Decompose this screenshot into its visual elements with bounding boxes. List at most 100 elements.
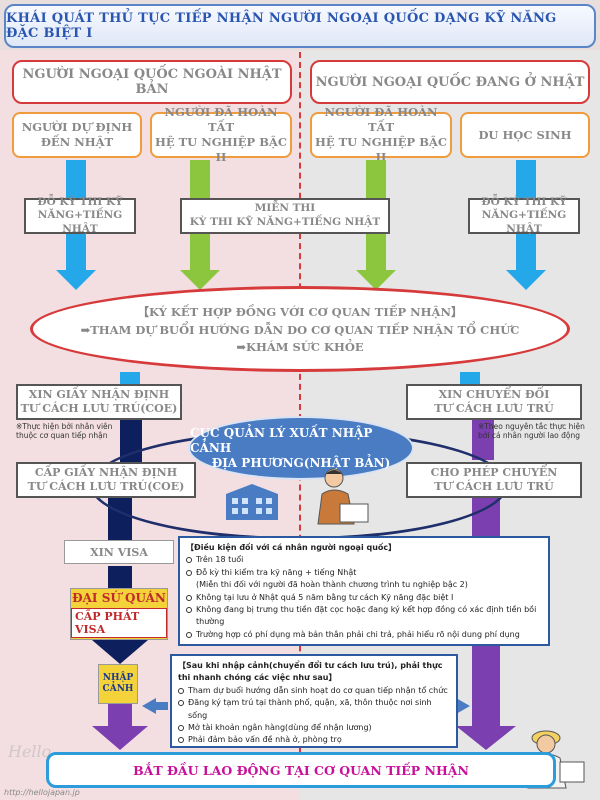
category-line: NGƯỜI ĐÃ HOÀN TẤT [164, 105, 278, 135]
coe-apply-line: XIN GIẤY NHẬN ĐỊNH [28, 387, 170, 401]
coe-note: ※Thực hiện bởi nhân viên thuộc cơ quan t… [16, 422, 136, 441]
watermark-logo: Hello [8, 742, 52, 761]
coe-issue-box: CẤP GIẤY NHẬN ĐỊNH TƯ CÁCH LƯU TRÚ(COE) [16, 462, 196, 498]
exam-line: NĂNG+TIẾNG NHẬT [37, 209, 123, 235]
arrow-shaft [460, 372, 480, 386]
website-url: http://hellojapan.jp [4, 788, 80, 797]
exam-line: ĐỖ KỲ THI KỸ [37, 195, 123, 208]
coe-apply-box: XIN GIẤY NHẬN ĐỊNH TƯ CÁCH LƯU TRÚ(COE) [16, 384, 182, 420]
arrow-shaft [366, 234, 386, 270]
exam-line: KỲ THI KỸ NĂNG+TIẾNG NHẬT [189, 216, 381, 228]
note-line: ※Theo nguyên tắc thực hiện [478, 422, 585, 431]
conditions-item: Không tại lưu ở Nhật quá 5 năm bằng tư c… [186, 592, 542, 604]
change-apply-line: TƯ CÁCH LƯU TRÚ [434, 402, 554, 415]
right-header-box: NGƯỜI NGOẠI QUỐC ĐANG Ở NHẬT [310, 60, 590, 104]
after-item: Mở tài khoản ngân hàng(dùng để nhận lươn… [178, 722, 450, 734]
arrow-head [142, 698, 168, 714]
conditions-text: Trên 18 tuổi [196, 555, 244, 565]
arrow-shaft [190, 160, 210, 198]
contract-line: 【KÝ KẾT HỢP ĐỒNG VỚI CƠ QUAN TIẾP NHẬN】 [137, 305, 463, 319]
arrow-shaft [108, 704, 132, 728]
arrow-shaft [120, 372, 140, 386]
conditions-item: Không đang bị trưng thu tiền đặt cọc hoặ… [186, 604, 542, 629]
after-text: Đăng ký tạm trú tại thành phố, quận, xã,… [188, 698, 432, 720]
building-icon [226, 484, 278, 520]
conditions-panel: 【Điều kiện đối với cá nhân người ngoại q… [178, 536, 550, 646]
bullet-icon [186, 569, 192, 576]
conditions-text: Không đang bị trưng thu tiền đặt cọc hoặ… [196, 604, 537, 627]
bullet-icon [186, 606, 192, 613]
conditions-item: Trường hợp có phí dụng mà bản thân phải … [186, 629, 542, 641]
arrow-shaft [472, 420, 494, 460]
conditions-item: Đỗ kỳ thi kiểm tra kỹ năng + tiếng Nhật [186, 567, 542, 579]
bullet-icon [178, 700, 184, 707]
bullet-icon [178, 687, 184, 694]
note-line: bởi cá nhân người lao động [478, 431, 581, 441]
arrow-shaft [516, 160, 536, 198]
arrow-shaft [516, 234, 536, 270]
contract-ellipse: 【KÝ KẾT HỢP ĐỒNG VỚI CƠ QUAN TIẾP NHẬN】 … [30, 286, 570, 372]
arrow-head [356, 270, 396, 290]
category-planned-to-japan: NGƯỜI DỰ ĐỊNH ĐẾN NHẬT [12, 112, 142, 158]
exam-line: MIỄN THI [254, 202, 316, 215]
immigration-bureau: CỤC QUẢN LÝ XUẤT NHẬP CẢNH ĐỊA PHƯƠNG(NH… [188, 416, 414, 480]
conditions-text: Đỗ kỳ thi kiểm tra kỹ năng + tiếng Nhật [196, 567, 357, 577]
arrow-head [92, 726, 148, 750]
final-text: BẮT ĐẦU LAO ĐỘNG TẠI CƠ QUAN TIẾP NHẬN [133, 762, 469, 778]
entry-box: NHẬP CẢNH [98, 664, 138, 704]
conditions-subnote: (Miễn thi đối với người đã hoàn thành ch… [196, 580, 468, 590]
conditions-item: Trên 18 tuổi [186, 554, 542, 566]
exam-box-right: ĐỖ KỲ THI KỸ NĂNG+TIẾNG NHẬT [468, 195, 580, 235]
embassy-title: ĐẠI SỨ QUÁN [72, 590, 166, 605]
officer-icon [317, 468, 369, 525]
entry-line: NHẬP [102, 673, 134, 684]
category-line: HỆ TU NGHIỆP BẬC II [154, 135, 287, 164]
exam-line: ĐỖ KỲ THI KỸ [481, 195, 567, 208]
note-line: ※Thực hiện bởi nhân viên [16, 422, 113, 431]
after-entry-panel: 【Sau khi nhập cảnh(chuyển đổi tư cách lư… [170, 654, 458, 748]
immigration-line: CỤC QUẢN LÝ XUẤT NHẬP CẢNH [190, 425, 373, 455]
bullet-icon [186, 594, 192, 601]
after-item: Phải đảm bảo vấn đề nhà ở, phòng trọ [178, 734, 450, 746]
category-line: NGƯỜI DỰ ĐỊNH [21, 120, 133, 135]
visa-issue-label: CẤP PHÁT VISA [71, 607, 167, 638]
note-line: thuộc cơ quan tiếp nhận [16, 431, 108, 441]
after-text: Tham dự buổi hướng dẫn sinh hoạt do cơ q… [188, 685, 448, 695]
right-header-text: NGƯỜI NGOẠI QUỐC ĐANG Ở NHẬT [315, 74, 585, 90]
visa-apply-text: XIN VISA [90, 545, 148, 559]
category-student: DU HỌC SINH [460, 112, 590, 158]
arrow-shaft [190, 234, 210, 270]
change-note: ※Theo nguyên tắc thực hiện bởi cá nhân n… [478, 422, 598, 441]
arrow-head [92, 640, 148, 664]
bullet-icon [186, 557, 192, 564]
category-line: DU HỌC SINH [478, 127, 572, 142]
arrow-shaft [66, 160, 86, 198]
contract-line: ➡THAM DỰ BUỔI HƯỚNG DẪN DO CƠ QUAN TIẾP … [80, 323, 520, 337]
final-box: BẮT ĐẦU LAO ĐỘNG TẠI CƠ QUAN TIẾP NHẬN [46, 752, 556, 788]
after-text: Phải đảm bảo vấn đề nhà ở, phòng trọ [188, 735, 342, 745]
immigration-line: ĐỊA PHƯƠNG(NHẬT BẢN) [211, 455, 391, 470]
arrow-head [180, 270, 220, 290]
exam-exemption-box: MIỄN THI KỲ THI KỸ NĂNG+TIẾNG NHẬT [180, 198, 390, 234]
after-heading: 【Sau khi nhập cảnh(chuyển đổi tư cách lư… [178, 661, 443, 683]
left-header-text: NGƯỜI NGOẠI QUỐC NGOÀI NHẬT BẢN [22, 67, 282, 97]
change-allow-line: TƯ CÁCH LƯU TRÚ [434, 480, 554, 493]
bullet-icon [178, 724, 184, 731]
after-text: Mở tài khoản ngân hàng(dùng để nhận lươn… [188, 722, 372, 732]
embassy-box: ĐẠI SỨ QUÁN CẤP PHÁT VISA [70, 588, 168, 640]
bullet-icon [178, 737, 184, 744]
conditions-text: Không tại lưu ở Nhật quá 5 năm bằng tư c… [196, 592, 454, 602]
change-apply-box: XIN CHUYỂN ĐỔI TƯ CÁCH LƯU TRÚ [406, 384, 582, 420]
category-line: HỆ TU NGHIỆP BẬC II [314, 135, 447, 164]
arrow-shaft [108, 566, 132, 588]
arrow-head [506, 270, 546, 290]
change-allow-box: CHO PHÉP CHUYỂN TƯ CÁCH LƯU TRÚ [406, 462, 582, 498]
exam-line: NĂNG+TIẾNG NHẬT [481, 209, 567, 235]
coe-issue-line: CẤP GIẤY NHẬN ĐỊNH [34, 465, 178, 479]
arrow-shaft [66, 234, 86, 270]
coe-apply-line: TƯ CÁCH LƯU TRÚ(COE) [20, 402, 178, 415]
center-divider [299, 52, 301, 762]
bullet-icon [186, 631, 192, 638]
change-allow-line: CHO PHÉP CHUYỂN [430, 465, 558, 479]
entry-line: CẢNH [102, 684, 134, 694]
